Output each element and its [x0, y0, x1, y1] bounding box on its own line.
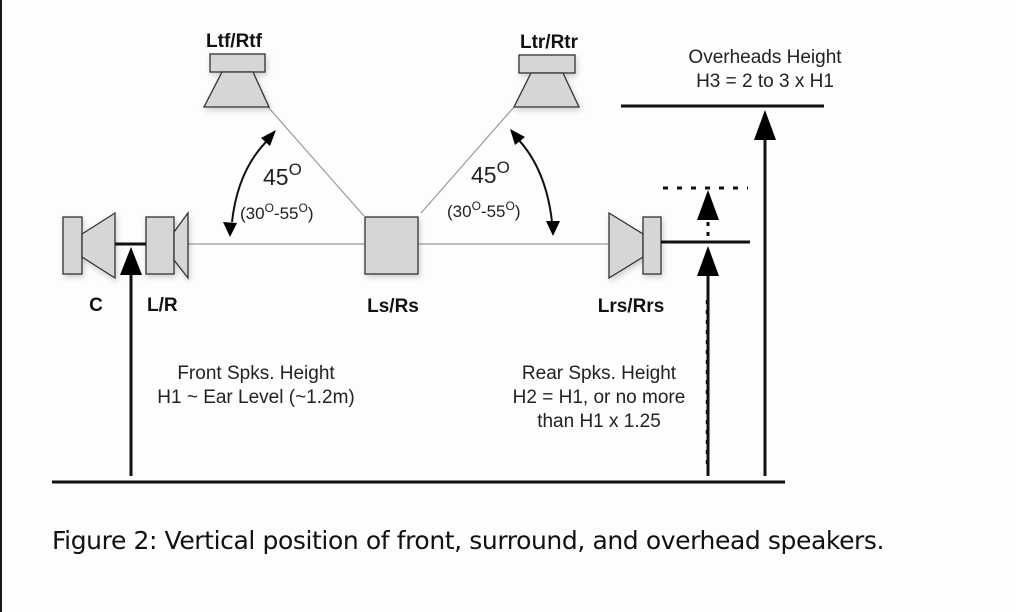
rear-angle-arrowhead-icon [546, 221, 560, 236]
overhead-height-note-line2: H3 = 2 to 3 x H1 [696, 71, 834, 92]
sightline-top-front [267, 106, 365, 217]
label-center: C [89, 295, 103, 316]
rear-surround-speaker-icon [608, 211, 662, 280]
label-top-rear: Ltr/Rtr [520, 32, 579, 53]
listener-sight-lines [188, 106, 608, 245]
front-height-arrow-icon [120, 247, 142, 476]
front-height-note-line2: H1 ~ Ear Level (~1.2m) [157, 387, 354, 408]
front-angle-arc-icon [223, 130, 276, 237]
label-front: L/R [147, 295, 178, 316]
figure-caption: Figure 2: Vertical position of front, su… [52, 526, 885, 555]
front-lr-speaker-icon [145, 211, 189, 280]
rear-height-note-line2: H2 = H1, or no more [513, 387, 686, 408]
rear-height-note-line3: than H1 x 1.25 [537, 411, 661, 432]
top-front-speaker-icon [202, 53, 271, 108]
rear-height-note-line1: Rear Spks. Height [522, 363, 677, 384]
label-top-front: Ltf/Rtf [206, 31, 263, 52]
overhead-height-note-line1: Overheads Height [688, 47, 842, 68]
sightline-top-rear [420, 106, 515, 214]
front-height-note-line1: Front Spks. Height [177, 363, 335, 384]
rear-max-height-arrow-icon [697, 190, 719, 238]
label-side-surround: Ls/Rs [367, 296, 419, 317]
front-angle-range: (30O-55O) [240, 201, 314, 223]
page-edge-border [0, 0, 2, 612]
overhead-height-arrow-icon [754, 110, 776, 476]
front-angle-value: 45O [263, 160, 302, 190]
label-rear-surround: Lrs/Rrs [598, 296, 665, 317]
side-surround-speaker-icon [364, 216, 419, 275]
rear-angle-arc-icon [510, 129, 553, 223]
top-rear-speaker-icon [512, 54, 581, 108]
rear-height-arrow-icon [697, 246, 719, 476]
rear-angle-value: 45O [471, 158, 510, 188]
center-speaker-icon [62, 211, 116, 280]
rear-angle-range: (30O-55O) [447, 199, 521, 221]
